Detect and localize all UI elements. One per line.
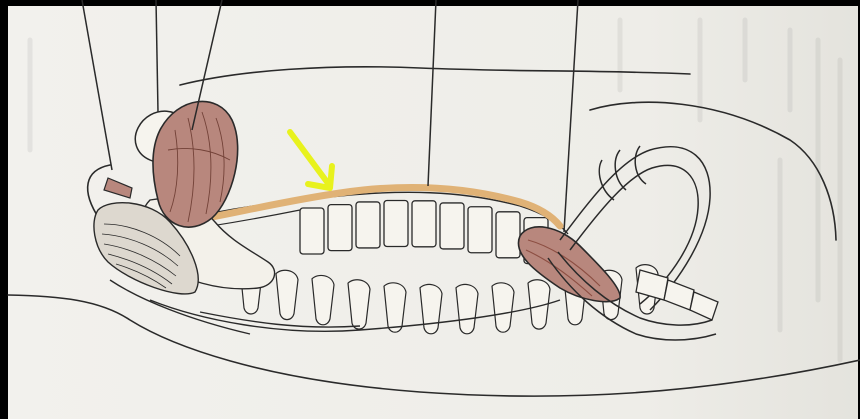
vertebral-body	[356, 202, 380, 248]
vertebral-body	[468, 207, 492, 253]
vertebral-body	[300, 208, 324, 254]
spinous-process	[456, 284, 478, 333]
vertebral-body	[496, 212, 520, 258]
spinous-process	[276, 270, 298, 319]
spinous-process	[420, 284, 442, 333]
vertebral-body	[440, 203, 464, 249]
spinous-process	[384, 283, 406, 332]
spinous-process	[348, 280, 370, 329]
spinous-process	[312, 275, 334, 324]
vertebral-body	[384, 201, 408, 247]
vertebral-body	[412, 201, 436, 247]
spinous-process	[492, 283, 514, 332]
vertebral-body	[328, 205, 352, 251]
